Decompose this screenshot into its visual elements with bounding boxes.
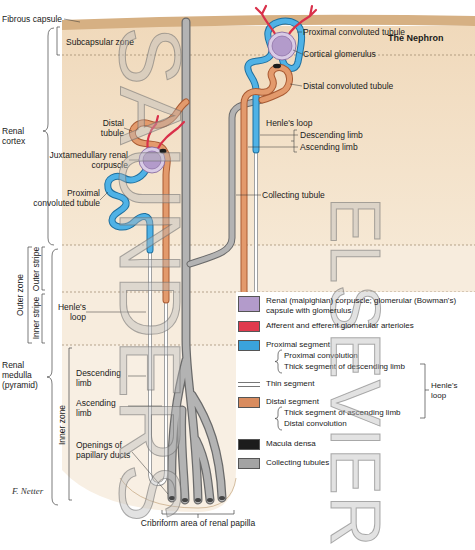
bracket <box>69 348 72 500</box>
bracket <box>47 249 58 505</box>
proximal-tubule <box>108 170 150 250</box>
bracket <box>162 510 234 518</box>
legend-swatch <box>238 340 260 351</box>
macula-densa <box>160 149 167 154</box>
zone-label: Outer stripe <box>31 247 41 291</box>
bracket <box>43 28 54 245</box>
legend-entry: Afferent and efferent glomerular arterio… <box>238 321 468 335</box>
structure-label: Collecting tubule <box>262 190 342 200</box>
macula-densa <box>273 64 281 69</box>
structure-label: Cortical glomerulus <box>303 49 413 59</box>
legend-sub-label: Thick segment of descending limb <box>284 362 424 372</box>
zone-label: Inner zone <box>57 405 67 445</box>
structure-label: Fibrous capsule <box>2 14 66 24</box>
collecting-tubule <box>190 100 262 264</box>
legend-swatch <box>238 397 260 408</box>
bracket <box>291 130 297 152</box>
legend-brace <box>275 350 282 373</box>
proximal-tubule <box>108 170 150 250</box>
legend-sub-label: Thick segment of ascending limb <box>284 408 424 418</box>
legend-entry: Renal (malpighian) corpuscle; glomerular… <box>238 296 468 310</box>
glomerulus <box>143 151 161 169</box>
region-label: Renal medulla (pyramid) <box>2 360 48 391</box>
legend-group-label: Henle's loop <box>431 381 471 400</box>
bracket <box>57 27 60 55</box>
bowman-capsule <box>268 32 296 60</box>
zone-label: Subcapsular zone <box>66 37 146 47</box>
legend-brace <box>275 407 282 430</box>
watermark: ELSEVIER <box>320 197 390 547</box>
distal-tubule <box>244 68 289 292</box>
legend-sub-label: Proximal convolution <box>284 351 424 361</box>
legend-text: Afferent and efferent glomerular arterio… <box>266 321 456 331</box>
arteriole <box>147 116 184 150</box>
legend-text: Thin segment <box>266 379 456 389</box>
legend-swatch <box>238 296 260 312</box>
legend-entry: Macula densa <box>238 439 468 453</box>
zone-boundary <box>62 245 475 246</box>
structure-label: Proximal convoluted tubule <box>30 188 100 208</box>
structure-label: Henle's loop <box>48 302 86 322</box>
structure-label: Descending limb <box>76 368 128 388</box>
structure-label: Juxtamedullary renal corpuscle <box>48 150 128 170</box>
distal-tubule <box>132 102 186 300</box>
legend-entry: Thin segment <box>238 379 468 393</box>
artist-signature: F. Netter <box>12 486 72 497</box>
legend-text: Collecting tubules <box>266 458 456 468</box>
distal-tubule <box>244 68 289 292</box>
legend-entry: Collecting tubules <box>238 458 468 472</box>
distal-tubule <box>132 102 186 300</box>
structure-label: Ascending limb <box>300 142 380 152</box>
structure-label: Openings of papillary ducts <box>76 440 132 460</box>
glomerulus <box>272 36 292 56</box>
legend-text: Proximal segment <box>266 340 456 350</box>
papillary-duct-opening <box>169 496 225 502</box>
structure-label: Cribriform area of renal papilla <box>98 518 298 528</box>
legend-swatch <box>238 439 260 450</box>
legend-text: Renal (malpighian) corpuscle; glomerular… <box>266 296 471 315</box>
zone-label: Outer zone <box>15 274 25 316</box>
structure-label: Distal tubule <box>90 118 124 138</box>
legend-text: Distal segment <box>266 397 456 407</box>
legend-text: Macula densa <box>266 439 456 449</box>
structure-label: Henle's loop <box>266 118 326 128</box>
bracket <box>42 247 45 343</box>
legend-entry: Proximal segment <box>238 340 468 354</box>
structure-label: Ascending limb <box>76 398 128 418</box>
watermark: SAUNDERS <box>106 27 194 524</box>
structure-label: Proximal convoluted tubule <box>303 27 423 37</box>
collecting-tubule <box>190 100 262 264</box>
structure-label: Distal convoluted tubule <box>303 81 423 91</box>
legend-box <box>236 292 475 478</box>
legend-sub-label: Distal convolution <box>284 419 424 429</box>
region-label: Renal cortex <box>2 126 42 146</box>
zone-label: Inner stripe <box>31 297 41 340</box>
legend-swatch <box>238 458 260 469</box>
structure-label: Descending limb <box>300 130 380 140</box>
legend-entry: Distal segment <box>238 397 468 411</box>
legend-bracket <box>420 364 429 418</box>
legend-line-sample <box>238 382 260 387</box>
legend-swatch <box>238 321 260 332</box>
